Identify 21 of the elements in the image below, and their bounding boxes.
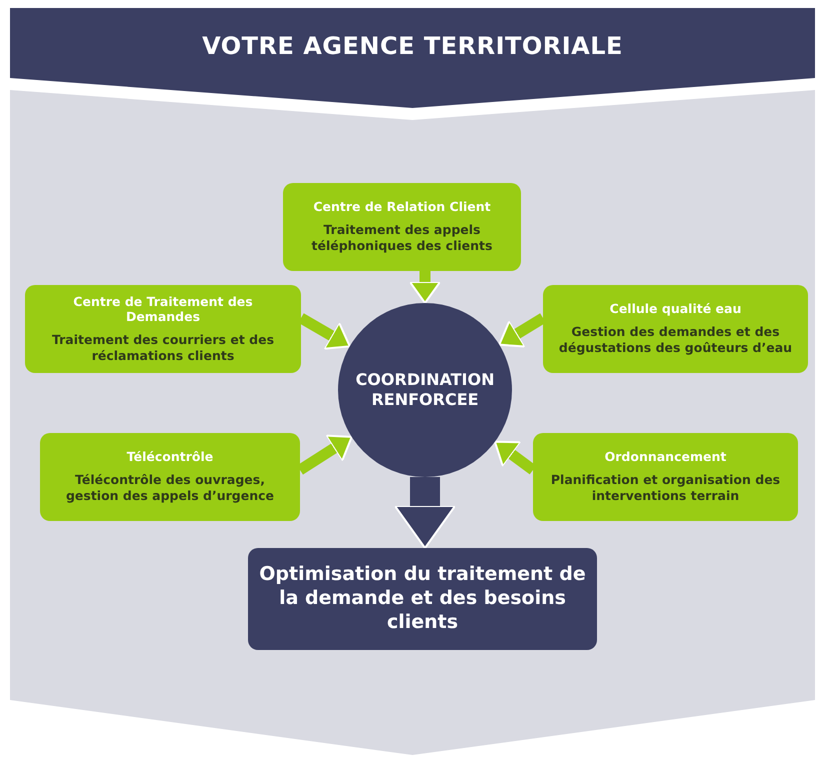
arrow [409, 271, 441, 304]
service-description: Planification et organisation des interventions terrain [550, 472, 782, 505]
service-description: Télécontrôle des ouvrages, gestion des appels d’urgence [64, 472, 276, 505]
service-heading: Télécontrôle [126, 449, 214, 466]
service-heading: Centre de Relation Client [313, 199, 491, 216]
service-heading: Cellule qualité eau [610, 301, 742, 318]
service-heading: Centre de Traitement des Demandes [72, 294, 254, 325]
service-box [543, 285, 808, 373]
service-box [283, 183, 521, 271]
result-box [248, 548, 597, 650]
service-description: Gestion des demandes et des dégustations des goûteurs d’eau [558, 324, 794, 357]
service-description: Traitement des courriers et des réclamations clients [50, 332, 276, 364]
service-description: Traitement des appels téléphoniques des clients [310, 222, 494, 255]
result-text: Optimisation du traitement de la demande et des besoins clients [258, 563, 587, 635]
arrow [394, 477, 456, 549]
service-heading: Ordonnancement [604, 449, 726, 466]
service-box [40, 433, 300, 521]
service-box [25, 285, 301, 373]
title: VOTRE AGENCE TERRITORIALE [202, 32, 623, 62]
circle-label: COORDINATION RENFORCEE [356, 370, 494, 410]
service-box [533, 433, 798, 521]
